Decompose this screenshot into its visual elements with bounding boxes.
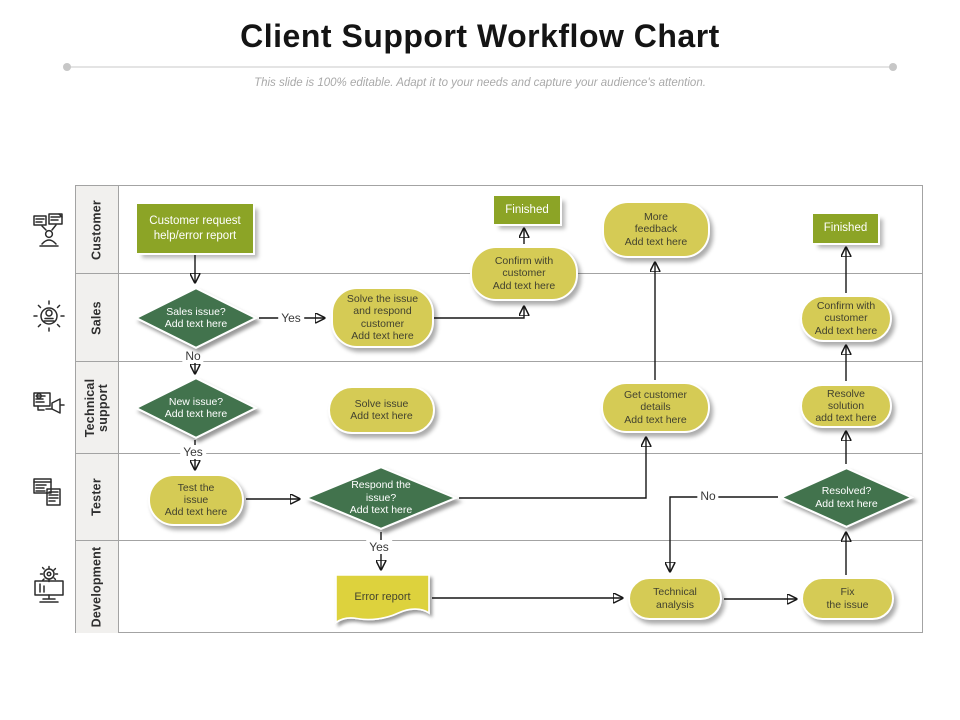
node-label: Get customer details Add text here — [623, 389, 688, 426]
swimlane-table: Customer Sales Technical support Tester … — [75, 185, 923, 633]
development-monitor-gear-icon — [31, 565, 67, 610]
node-solve-issue-respond-customer[interactable]: Solve the issue and respond customer Add… — [331, 287, 434, 348]
diamond-shape — [305, 466, 457, 530]
node-label: Finished — [823, 222, 868, 235]
node-customer-request[interactable]: Customer request help/error report — [137, 204, 253, 253]
node-test-the-issue[interactable]: Test the issue Add text here — [148, 474, 244, 526]
lane-row-development: Development — [76, 541, 922, 633]
node-respond-issue-decision[interactable]: Respond the issue? Add text here — [305, 466, 457, 530]
node-label: Solve the issue and respond customer Add… — [346, 293, 419, 342]
node-label: Customer request help/error report — [149, 215, 241, 242]
document-shape — [335, 574, 430, 624]
diamond-shape — [780, 467, 913, 528]
node-label: Respond the issue? Add text here — [349, 479, 413, 517]
node-label: Fix the issue — [826, 586, 869, 611]
technical-support-announce-icon — [31, 389, 67, 428]
node-resolved-decision[interactable]: Resolved? Add text here — [780, 467, 913, 528]
edge-label-yes: Yes — [278, 311, 304, 325]
divider-dot-left — [63, 63, 71, 71]
node-label: Confirm with customer Add text here — [814, 300, 878, 337]
node-label: Resolve solution add text here — [815, 387, 877, 425]
node-finished-right[interactable]: Finished — [813, 214, 878, 243]
lane-header-tester: Tester — [76, 454, 119, 540]
edge-label-no: No — [182, 349, 204, 363]
edge-label-yes: Yes — [366, 540, 392, 554]
node-more-feedback[interactable]: More feedback Add text here — [602, 201, 710, 258]
divider-dot-right — [889, 63, 897, 71]
node-confirm-with-customer-mid[interactable]: Confirm with customer Add text here — [470, 246, 578, 301]
node-technical-analysis[interactable]: Technical analysis — [628, 577, 722, 620]
customer-support-icon — [31, 211, 67, 254]
page-title: Client Support Workflow Chart — [240, 18, 720, 54]
node-label: Test the issue Add text here — [164, 481, 228, 519]
edge-label-no: No — [697, 489, 719, 503]
title-divider — [63, 63, 897, 71]
node-label: Sales issue? Add text here — [164, 305, 228, 330]
lane-row-tester: Tester — [76, 454, 922, 541]
node-error-report[interactable]: Error report — [335, 574, 430, 624]
edge-label-yes: Yes — [180, 445, 206, 459]
lane-row-technical-support: Technical support — [76, 362, 922, 454]
lane-header-technical-support: Technical support — [76, 362, 119, 453]
node-get-customer-details[interactable]: Get customer details Add text here — [601, 382, 710, 433]
node-resolve-solution[interactable]: Resolve solution add text here — [800, 384, 892, 428]
diamond-shape — [135, 377, 257, 439]
node-label: Resolved? Add text here — [815, 485, 878, 510]
node-label: Error report — [354, 591, 411, 603]
lane-row-sales: Sales — [76, 274, 922, 362]
node-solve-issue[interactable]: Solve issue Add text here — [328, 386, 435, 434]
node-finished-top[interactable]: Finished — [494, 196, 560, 224]
node-label: New issue? Add text here — [164, 395, 228, 420]
node-sales-issue-decision[interactable]: Sales issue? Add text here — [135, 287, 257, 349]
node-label: Solve issue Add text here — [350, 397, 413, 422]
node-label: More feedback Add text here — [624, 211, 688, 248]
tester-documents-icon — [31, 477, 67, 518]
node-label: Finished — [505, 203, 549, 216]
lane-header-sales: Sales — [76, 274, 119, 361]
diamond-shape — [135, 287, 257, 349]
node-confirm-with-customer-right[interactable]: Confirm with customer Add text here — [800, 295, 892, 342]
page-subtitle: This slide is 100% editable. Adapt it to… — [254, 77, 706, 89]
node-new-issue-decision[interactable]: New issue? Add text here — [135, 377, 257, 439]
node-label: Confirm with customer Add text here — [492, 255, 556, 292]
node-fix-the-issue[interactable]: Fix the issue — [801, 577, 894, 620]
node-label: Technical analysis — [653, 586, 697, 611]
lane-header-customer: Customer — [76, 186, 119, 273]
lane-header-development: Development — [76, 541, 119, 633]
sales-gear-money-icon — [31, 299, 67, 340]
